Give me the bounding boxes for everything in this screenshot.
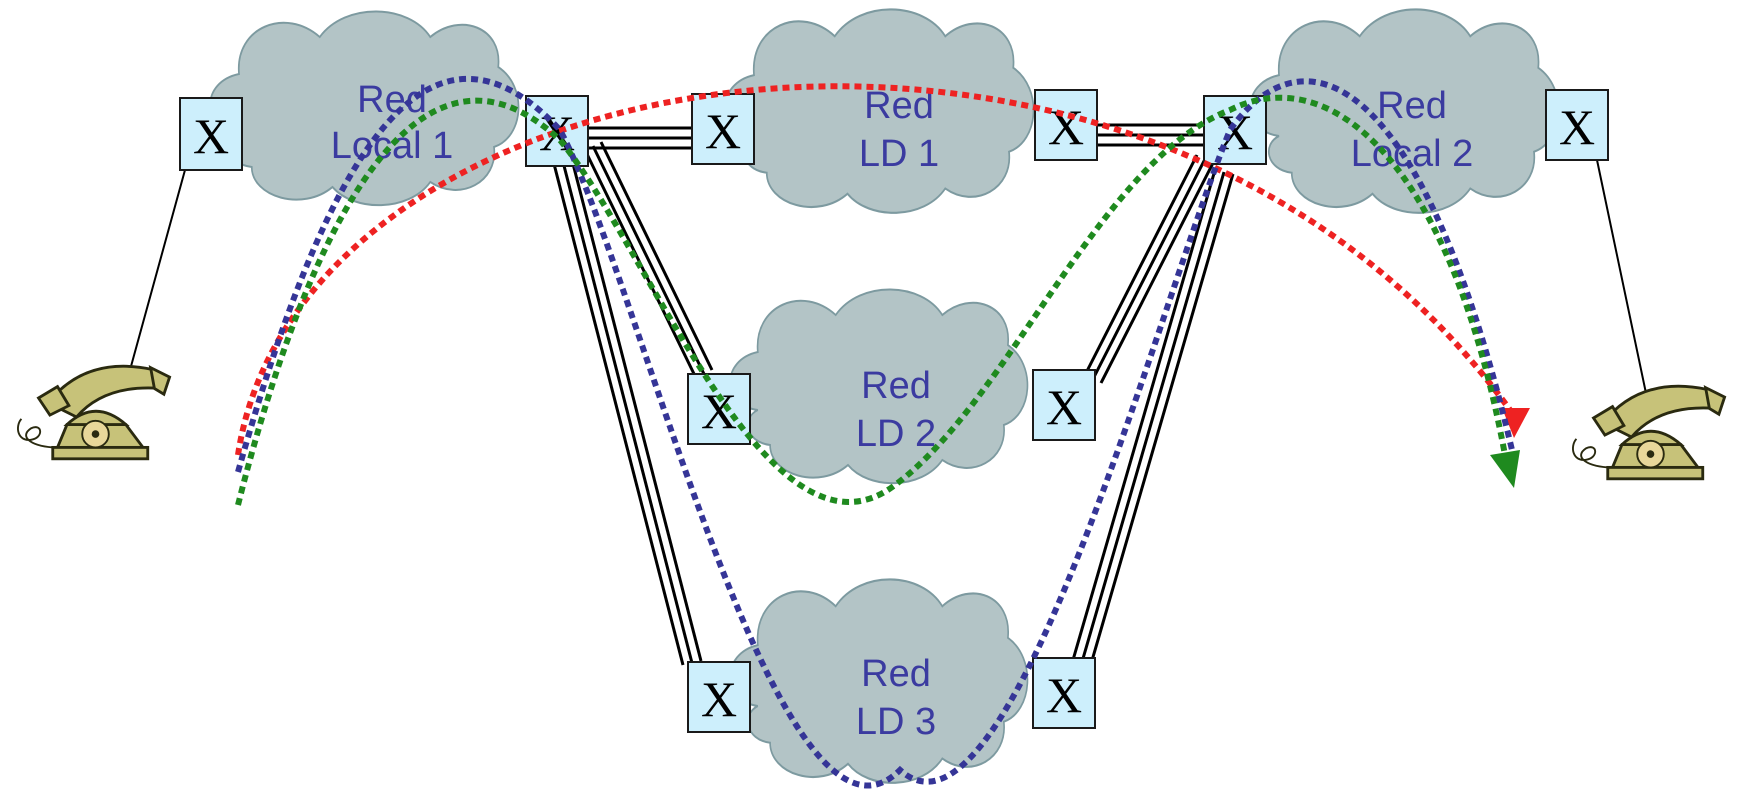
trunk-local1-ld3 <box>551 155 703 666</box>
cloud-label-local2-line1: Red <box>1377 85 1447 127</box>
trunk-local1-ld2 <box>583 141 714 379</box>
trunk-ld3-local2 <box>1071 169 1235 665</box>
cloud-label-ld2-line1: Red <box>861 365 931 407</box>
path-blue <box>235 76 1515 789</box>
cloud-label-ld1-line2: LD 1 <box>859 133 939 175</box>
cloud-label-ld1-line1: Red <box>864 85 934 127</box>
cloud-label-local2-line2: Local 2 <box>1351 133 1474 175</box>
switch-label: X <box>701 383 737 439</box>
phone-wire-left <box>129 169 186 371</box>
switch-local2-outer: X <box>1545 89 1609 161</box>
switch-label: X <box>193 108 229 164</box>
cloud-label-ld3-line1: Red <box>861 653 931 695</box>
phone-wire-right <box>1596 159 1648 399</box>
switch-label: X <box>1046 379 1082 435</box>
switch-local1-gateway: X <box>525 95 589 167</box>
trunk-ld1-local2 <box>1097 123 1204 147</box>
switch-ld3-west: X <box>687 661 751 733</box>
telephone-icon <box>16 364 172 461</box>
path-red <box>235 83 1513 456</box>
switch-ld1-west: X <box>691 93 755 165</box>
switch-local1-outer: X <box>179 97 243 171</box>
cloud-label-ld2-line2: LD 2 <box>856 413 936 455</box>
arrowhead-green-icon <box>1490 450 1520 488</box>
switch-ld3-east: X <box>1032 657 1096 729</box>
switch-label: X <box>1046 667 1082 723</box>
switch-ld2-east: X <box>1032 369 1096 441</box>
switch-label: X <box>705 103 741 159</box>
telephone-icon <box>1571 384 1727 481</box>
cloud-label-local1-line2: Local 1 <box>331 125 454 167</box>
switch-ld2-west: X <box>687 373 751 445</box>
switch-ld1-east: X <box>1034 89 1098 161</box>
cloud-label-local1-line1: Red <box>357 79 427 121</box>
cloud-label-ld3-line2: LD 3 <box>856 701 936 743</box>
switch-label: X <box>1048 99 1084 155</box>
arrowhead-red-icon <box>1502 408 1530 438</box>
switch-label: X <box>701 671 737 727</box>
trunk-ld2-local2 <box>1083 154 1215 384</box>
switch-label: X <box>1559 99 1595 155</box>
